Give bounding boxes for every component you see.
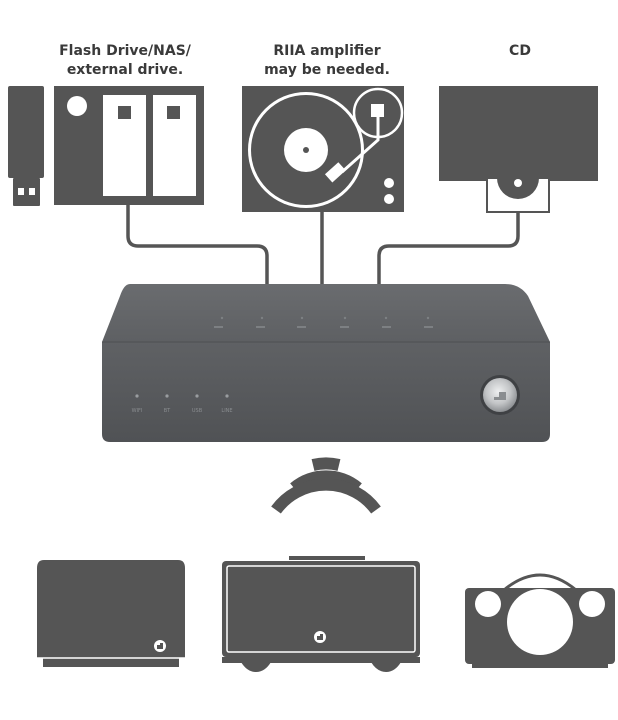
top-touch-controls (214, 316, 433, 328)
label-line: RIIA amplifier (273, 43, 381, 59)
cable-flash-drive (126, 205, 269, 286)
speaker-center-icon (222, 556, 420, 672)
label-cd: CD (460, 42, 580, 61)
speaker-radio-icon (465, 573, 615, 668)
turntable-icon (242, 86, 404, 212)
label-line: Flash Drive/NAS/ (59, 43, 191, 59)
volume-knob[interactable] (480, 375, 520, 415)
label-line: external drive. (66, 62, 184, 78)
speaker-left-icon (37, 560, 185, 667)
label-turntable: RIIA amplifier may be needed. (232, 42, 422, 80)
indicator-label-line: LINE (221, 408, 232, 414)
cable-cd (377, 212, 520, 286)
wireless-signal-icon (271, 457, 381, 514)
indicator-label-bt: BT (164, 408, 171, 414)
indicator-leds (135, 394, 229, 398)
nas-drive-icon (54, 86, 204, 205)
cables (126, 205, 520, 286)
indicator-label-wifi: WIFI (132, 408, 143, 414)
label-line: may be needed. (264, 62, 390, 78)
streamer-device: WIFI BT USB LINE (102, 284, 550, 442)
label-flash-drive-nas: Flash Drive/NAS/ external drive. (20, 42, 230, 80)
indicator-label-usb: USB (192, 408, 203, 414)
cd-player-icon (439, 86, 598, 213)
label-line: CD (509, 43, 531, 59)
usb-stick-icon (8, 86, 44, 206)
